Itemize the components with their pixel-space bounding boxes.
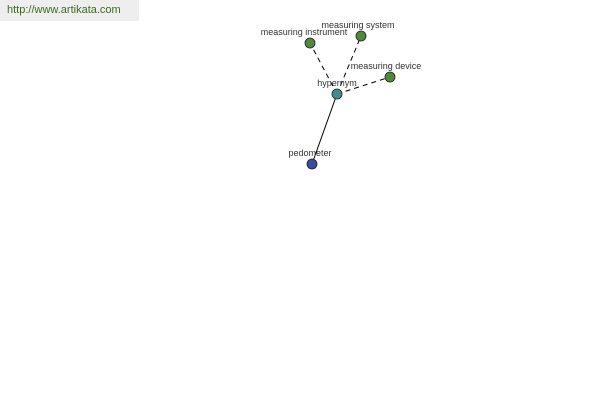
site-url-banner[interactable]: http://www.artikata.com — [0, 0, 139, 21]
node-label-measuring-system[interactable]: measuring system — [321, 20, 394, 30]
node-label-pedometer[interactable]: pedometer — [288, 148, 331, 158]
node-label-hypernym[interactable]: hypernym — [317, 78, 357, 88]
graph-nodes — [304, 30, 396, 170]
edge-hypernym-to-measuring_system — [336, 35, 362, 95]
graph-edges — [309, 35, 391, 165]
node-label-measuring-instrument[interactable]: measuring instrument — [261, 27, 348, 37]
edge-hypernym-to-measuring_instrument — [309, 42, 338, 95]
edge-hypernym-to-measuring_device — [336, 76, 391, 95]
node-label-measuring-device[interactable]: measuring device — [351, 61, 422, 71]
node-measuring-system[interactable] — [355, 30, 367, 42]
node-pedometer[interactable] — [306, 158, 318, 170]
node-measuring-instrument[interactable] — [304, 37, 316, 49]
edge-pedometer-to-hypernym — [311, 93, 338, 165]
node-hypernym[interactable] — [331, 88, 343, 100]
node-measuring-device[interactable] — [384, 71, 396, 83]
